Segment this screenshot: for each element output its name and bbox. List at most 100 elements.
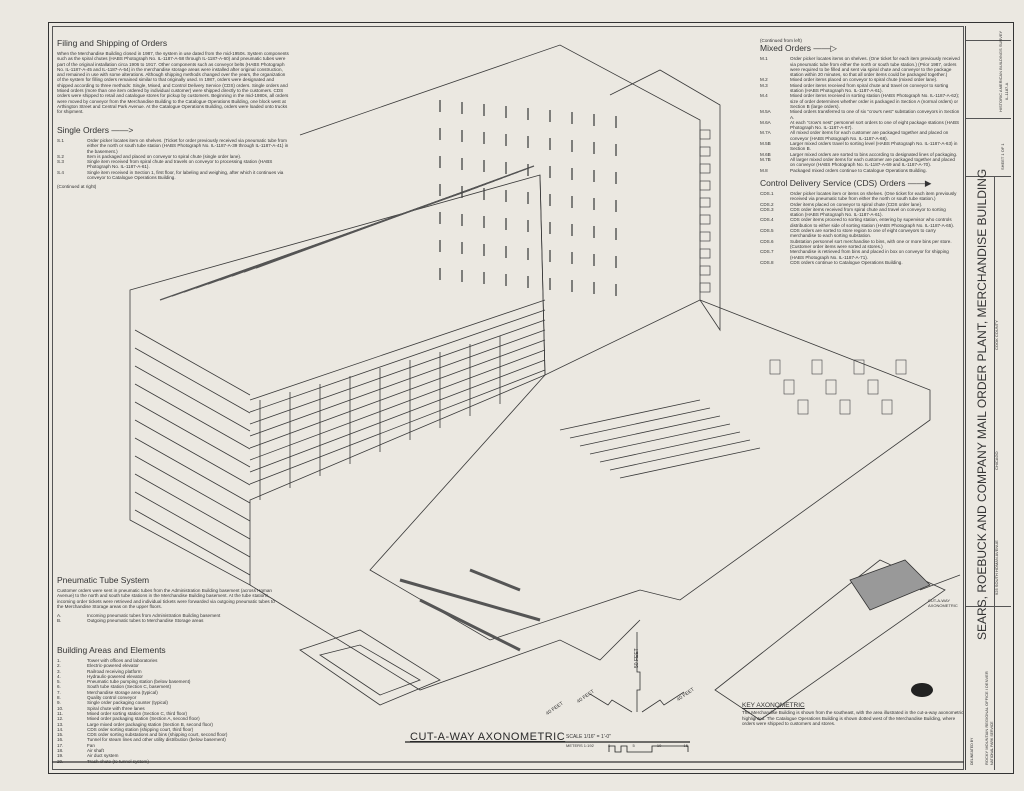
list-item: 13.Large mixed order packaging station (…: [57, 722, 281, 727]
item-key: 10.: [57, 705, 64, 711]
item-text: Order picker locates items on shelves. (…: [790, 56, 960, 78]
single-continued: (Continued at right): [57, 184, 97, 190]
column: [839, 399, 851, 415]
single-orders-heading: Single Orders ——>: [57, 125, 134, 135]
item-text: Pneumatic tube pumping station (below ba…: [87, 679, 191, 685]
item-text: Railroad receiving platform: [87, 668, 142, 674]
floor-line: [249, 309, 546, 413]
list-item: M.3 Mixed order items received from spira…: [760, 83, 960, 94]
item-text: Hydraulic-powered elevator: [87, 673, 143, 679]
rear-building-outline: [299, 44, 701, 376]
item-key: 6.: [57, 684, 61, 690]
column: [881, 399, 893, 415]
item-key: 19.: [57, 753, 64, 759]
tower-window: [699, 197, 711, 208]
item-key: S.1: [57, 138, 64, 143]
item-text: Larger mixed orders are sorted to bins a…: [790, 151, 958, 157]
item-key: 17.: [57, 742, 64, 748]
sorting-bin-row: [559, 399, 701, 431]
item-key: M.5A: [760, 109, 771, 115]
sorting-bin-row: [619, 447, 761, 479]
floor-line: [134, 383, 251, 450]
item-text: Tunnel for steam lines and other utility…: [87, 737, 226, 743]
column: [853, 359, 865, 375]
item-text: All mixed order items for each customer …: [790, 130, 949, 141]
item-text: Larger mixed orders travel to sorting le…: [790, 141, 958, 152]
item-key: S.2: [57, 153, 64, 159]
item-key: 20.: [57, 758, 64, 764]
sorting-bin-row: [569, 407, 711, 439]
item-text: Packaged mixed orders continue to Catalo…: [790, 167, 927, 173]
item-key: B.: [57, 618, 62, 624]
item-key: 2.: [57, 663, 61, 669]
item-key: 18.: [57, 748, 64, 754]
item-key: 15.: [57, 732, 64, 738]
floor-line: [134, 365, 251, 432]
item-text: Order picker locates item or items on sh…: [790, 191, 957, 202]
floor-line: [249, 359, 546, 473]
item-text: Item is packaged and placed on conveyor …: [87, 153, 242, 159]
item-key: M.3: [760, 82, 768, 88]
item-text: Single order packaging counter (typical): [87, 700, 168, 706]
key-axonometric-outline: [714, 559, 946, 721]
item-key: CDS.7: [760, 249, 774, 255]
drawing-title: CUT-A-WAY AXONOMETRIC: [410, 731, 566, 743]
item-text: Mixed order items received from spiral c…: [790, 82, 949, 94]
roof-conveyor: [255, 165, 535, 269]
item-text: CDS order sorting substations and bins (…: [87, 732, 228, 738]
item-text: Quality control conveyor: [87, 695, 137, 701]
floor-line: [134, 329, 251, 396]
tower-window: [699, 231, 711, 242]
item-key: CDS.3: [760, 206, 774, 212]
list-item: 2.Electric-powered elevator: [57, 663, 281, 668]
list-item: 4.Hydraulic-powered elevator: [57, 674, 281, 679]
dimension-label-50-feet: 50 FEET: [634, 648, 640, 668]
item-key: 13.: [57, 721, 64, 727]
list-item: 10. Spiral chute with three lanes: [57, 706, 281, 711]
pneumatic-text: Customer orders were sent in pneumatic t…: [57, 588, 275, 609]
building-areas-heading: Building Areas and Elements: [57, 645, 166, 655]
item-text: Spiral chute with three lanes: [87, 705, 145, 711]
item-key: 14.: [57, 726, 64, 732]
item-key: CDS.6: [760, 238, 774, 244]
tower-window: [699, 180, 711, 191]
item-text: Order picker locates item on shelves. (T…: [87, 138, 289, 154]
filing-heading: Filing and Shipping of Orders: [57, 38, 168, 48]
tower-window: [699, 248, 711, 259]
item-text: Merchandise storage area (typical): [87, 689, 158, 695]
item-key: 12.: [57, 716, 64, 722]
tower-outline: [609, 69, 721, 332]
title-block-county: COOK COUNTY: [994, 320, 999, 350]
list-item: 1.Tower with offices and laboratories: [57, 658, 281, 663]
item-text: Trash chute (to tunnel system): [87, 758, 149, 764]
item-key: M.4: [760, 93, 768, 99]
floor-line: [134, 509, 251, 576]
item-key: M.7A: [760, 130, 771, 136]
item-text: South tube station (Section C, basement): [87, 684, 172, 690]
list-item: S.2 Item is packaged and placed on convey…: [57, 154, 289, 159]
title-block-office: ROCKY MOUNTAIN REGIONAL OFFICE / DENVER: [984, 671, 989, 765]
floor-line: [249, 329, 546, 437]
item-key: 11.: [57, 710, 64, 716]
key-highlight: [849, 559, 931, 611]
title-block-address: 925 SOUTH HOMAN AVENUE: [994, 540, 999, 595]
survey-number: IL-1187-A: [1004, 82, 1009, 100]
title-block-city: CHICAGO: [994, 451, 999, 470]
key-callout: CUT-A-WAY AXONOMETRIC: [928, 598, 958, 609]
mixed-orders-heading: Mixed Orders ——▷: [760, 43, 837, 54]
list-item: 7.Merchandise storage area (typical): [57, 690, 281, 695]
list-item: 8.Quality control conveyor: [57, 695, 281, 700]
survey-name: HISTORIC AMERICAN BUILDINGS SURVEY: [998, 30, 1003, 112]
pneumatic-heading: Pneumatic Tube System: [57, 575, 150, 585]
tower-window: [699, 146, 711, 157]
list-item: B.Outgoing pneumatic tubes to Merchandis…: [57, 618, 281, 623]
column: [769, 359, 781, 375]
